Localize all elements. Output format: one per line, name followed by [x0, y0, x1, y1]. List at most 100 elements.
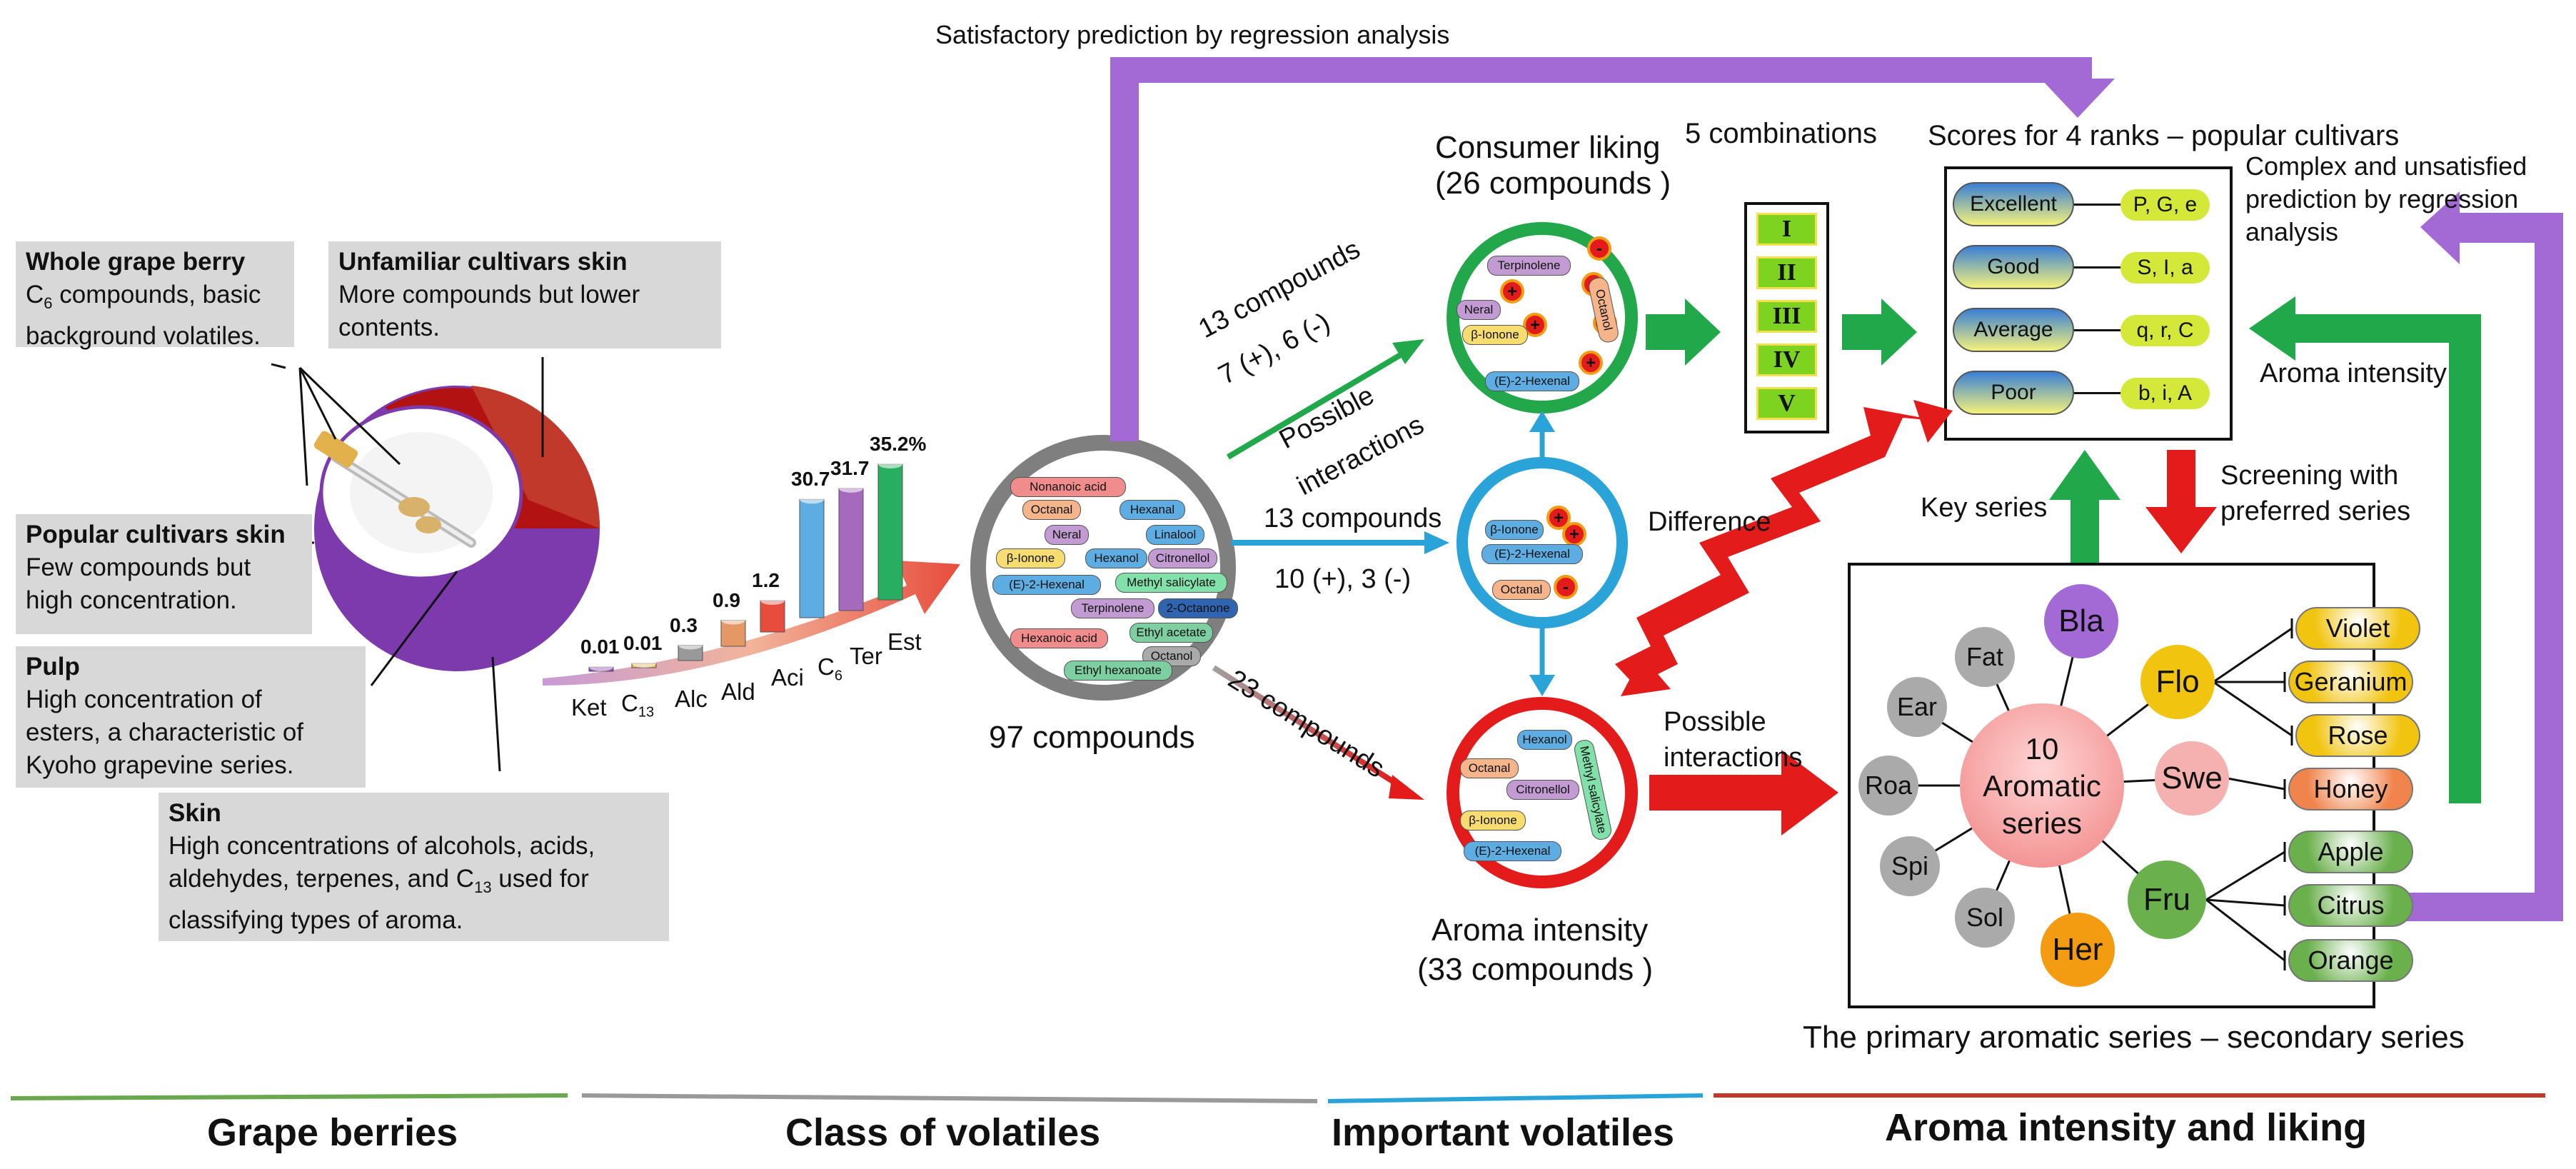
center-node: [1960, 703, 2124, 868]
mid-compound: (E)-2-Hexenal: [1481, 544, 1583, 564]
secondary-link: [2205, 898, 2285, 962]
minus-marker: [1587, 236, 1611, 261]
complex-prediction-arrow: [2378, 191, 2563, 921]
arrow-to-intensity: [1212, 665, 1402, 788]
volatile-class-arrow: [543, 561, 960, 686]
category-label-alc: Alc: [675, 686, 708, 712]
secondary-orange: Orange: [2288, 939, 2413, 982]
category-sub: 13: [638, 704, 655, 721]
marker-sign: +: [1569, 525, 1579, 544]
difference-label: Difference: [1648, 507, 1771, 537]
bar-value-ter: 31.7: [830, 456, 870, 479]
consumer-title-1: Consumer liking: [1435, 130, 1661, 165]
box-whole-berry: Whole grape berry C6 compounds, basic ba…: [16, 241, 294, 350]
box-unfamiliar-title: Unfamiliar cultivars skin: [338, 248, 628, 276]
box-popular: Popular cultivars skin Few compounds but…: [16, 514, 312, 634]
pool-compound: Octanal: [1022, 500, 1081, 520]
aroma-intensity-right-label: Aroma intensity: [2260, 358, 2447, 388]
marker-sign: +: [1507, 282, 1517, 301]
intensity-compound: Hexanol: [1517, 730, 1572, 750]
intensity-compound: Citronellol: [1506, 780, 1579, 800]
pool-compound: Nonanoic acid: [1010, 477, 1126, 497]
series-node-roa: Roa: [1858, 756, 1918, 816]
screening-arrow: [2145, 450, 2217, 553]
pool-compound: Linalool: [1146, 525, 1204, 545]
category-label-aci: Aci: [771, 664, 804, 691]
pool-compound: Ethyl hexanoate: [1064, 661, 1172, 681]
center-node-text: 10: [2025, 732, 2059, 766]
bar-ter: [838, 488, 864, 611]
complex-label-3: analysis: [2245, 217, 2339, 246]
pool-compound: Hexanal: [1120, 500, 1185, 520]
rank-average: Average: [1953, 308, 2074, 352]
bar-cap-c13: [632, 659, 656, 668]
combination-item: II: [1756, 256, 1817, 289]
bar-cap-alc: [678, 641, 703, 650]
volatile-bars: [588, 460, 903, 672]
bar-cap-ket: [589, 663, 613, 671]
secondary-link: [2205, 898, 2285, 907]
intensity-compound: β-Ionone: [1460, 811, 1526, 831]
pool-compound: Terpinolene: [1071, 598, 1154, 618]
series-node-fat: Fat: [1955, 627, 2015, 687]
liking-compound: β-Ionone: [1462, 325, 1528, 345]
secondary-geranium: Geranium: [2288, 661, 2413, 703]
plus-marker: [1546, 506, 1571, 530]
series-node-fru: Fru: [2128, 861, 2206, 939]
difference-bolt: [1615, 407, 1942, 686]
intensity-title-1: Aroma intensity: [1432, 913, 1649, 948]
marker-sign: +: [1554, 508, 1564, 528]
marker-sign: -: [1596, 239, 1602, 259]
series-node-sol: Sol: [1955, 888, 2015, 948]
secondary-citrus: Citrus: [2288, 884, 2413, 927]
top-arrow-label: Satisfactory prediction by regression an…: [935, 20, 1450, 49]
series-node-ear: Ear: [1887, 677, 1947, 737]
complex-label-2: prediction by regression: [2245, 184, 2519, 214]
rank-codes: P, G, e: [2120, 189, 2210, 221]
section-aroma-intensity-liking: Aroma intensity and liking: [1885, 1106, 2368, 1149]
center-node-text: Aromatic: [1983, 769, 2101, 803]
secondary-link: [2227, 777, 2285, 791]
rank-codes: b, i, A: [2120, 378, 2210, 409]
box-unfamiliar-line2: contents.: [338, 313, 441, 341]
category-label-ald: Ald: [721, 678, 755, 705]
liking-compound: Neral: [1456, 300, 1501, 320]
box-whole-line2: background volatiles.: [26, 322, 261, 350]
secondary-link: [2213, 627, 2293, 683]
series-node-swe: Swe: [2155, 741, 2229, 816]
rank-connector: [2074, 204, 2124, 206]
intensity-compound: (E)-2-Hexenal: [1464, 841, 1561, 861]
mid-compound: Octanal: [1492, 580, 1551, 600]
intensity-title-2: (33 compounds ): [1417, 952, 1654, 987]
category-sub: 6: [834, 668, 842, 684]
combination-item: III: [1756, 300, 1817, 333]
liking-compound: Terpinolene: [1487, 256, 1571, 276]
plus-marker: [1500, 279, 1524, 303]
bar-value-c13: 0.01: [623, 632, 663, 654]
pool-compound: β-Ionone: [996, 548, 1065, 568]
secondary-honey: Honey: [2288, 768, 2413, 811]
box-unfamiliar-line1: More compounds but lower: [338, 281, 640, 308]
minus-marker: [1554, 575, 1578, 599]
pool-compound: Hexanol: [1085, 548, 1147, 568]
bar-value-est: 35.2%: [870, 433, 927, 455]
category-c: C: [817, 653, 835, 680]
category-label-c6: C6: [817, 653, 842, 685]
secondary-link: [2205, 851, 2285, 901]
bar-cap-aci: [760, 596, 785, 605]
bar-cap-ter: [839, 483, 863, 493]
box-skin-title: Skin: [168, 799, 221, 827]
pool-compound: Neral: [1045, 525, 1089, 545]
category-label-est: Est: [887, 628, 922, 655]
bar-aci: [760, 600, 785, 633]
box-pulp: Pulp High concentration of esters, a cha…: [16, 646, 366, 788]
rank-codes: S, I, a: [2120, 252, 2210, 284]
rank-connector: [2074, 392, 2124, 394]
marker-sign: +: [1586, 353, 1596, 373]
bar-cap-ald: [721, 616, 745, 625]
secondary-rose: Rose: [2295, 714, 2420, 757]
rank-codes: q, r, C: [2120, 315, 2210, 346]
pool-compound: Ethyl acetate: [1129, 623, 1213, 643]
total-compounds-label: 97 compounds: [989, 720, 1195, 755]
green-arrow-2: [1842, 298, 1917, 366]
